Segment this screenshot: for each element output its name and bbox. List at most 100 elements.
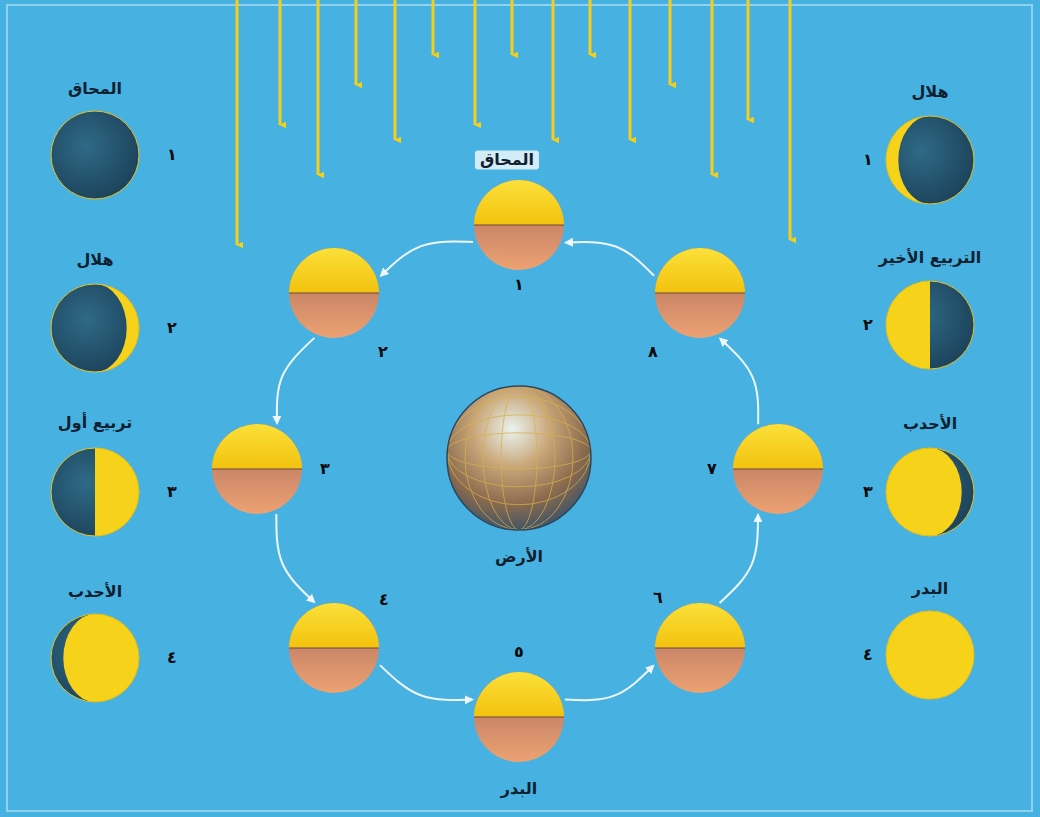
- orbit-arrow: [380, 665, 472, 700]
- phase-moon: المحاق١: [51, 111, 139, 199]
- terminator: [474, 224, 564, 225]
- meridian: [465, 386, 573, 530]
- callout-number: ١: [514, 275, 524, 294]
- sun-ray: [747, 0, 750, 120]
- sun-ray: [629, 0, 632, 140]
- ray-group: [237, 0, 790, 245]
- orbit-shape: [289, 248, 379, 338]
- moon-rim: [886, 281, 974, 369]
- moon-rim: [886, 611, 974, 699]
- phase-moon: هلال٢: [51, 284, 139, 372]
- callout-number: ٢: [378, 342, 388, 361]
- moon-lit-half: [655, 248, 745, 293]
- earth-shape: [447, 386, 591, 530]
- side-shape: [886, 448, 974, 536]
- moon-disc: [51, 448, 139, 536]
- orbit-figure: [212, 424, 302, 514]
- phase-moon: البدر٤: [886, 611, 974, 699]
- side-figure: [51, 614, 139, 702]
- side-shape: [51, 614, 139, 702]
- moon-disc: [886, 448, 974, 536]
- phase-name: تربيع أول: [58, 413, 132, 432]
- orbit-shape: [474, 672, 564, 762]
- phase-name: هلال: [911, 82, 948, 101]
- terminator: [655, 292, 745, 293]
- orbit-arrow: [566, 242, 654, 276]
- sun-ray: [317, 0, 320, 175]
- phase-name: الأرض: [495, 547, 543, 566]
- earth-globe: الأرض: [447, 386, 591, 530]
- moon-lit-half: [733, 424, 823, 469]
- phase-name: الأحدب: [68, 582, 122, 601]
- orbit-shape: [474, 180, 564, 270]
- sun-ray: [394, 0, 397, 140]
- phase-moon: الأحدب٣: [886, 448, 974, 536]
- sun-ray: [279, 0, 282, 125]
- moon-lit-half: [474, 672, 564, 717]
- sun-ray: [432, 0, 435, 55]
- phase-name: المحاق: [475, 150, 539, 169]
- side-shape: [886, 281, 974, 369]
- orbit-figure: [474, 180, 564, 270]
- phase-moon: تربيع أول٣: [51, 448, 139, 536]
- terminator: [733, 468, 823, 469]
- earth-rim: [447, 386, 591, 530]
- moon-lit-part: [886, 116, 930, 204]
- orbit-figure: [474, 672, 564, 762]
- sun-ray: [711, 0, 714, 175]
- phase-name: البدر: [912, 579, 948, 598]
- moon-dark-half: [289, 248, 379, 338]
- phase-name: المحاق: [68, 79, 122, 98]
- parallel: [447, 433, 591, 469]
- moon-lit-half: [212, 424, 302, 469]
- meridian: [501, 386, 537, 530]
- terminator: [474, 716, 564, 717]
- moon-dark-half: [474, 672, 564, 762]
- phase-moon: الأحدب٤: [51, 614, 139, 702]
- sun-ray: [236, 0, 239, 245]
- side-shape: [51, 111, 139, 199]
- orbit-shape: [655, 248, 745, 338]
- moon-lit-half: [289, 603, 379, 648]
- orbit-moon: ٨: [655, 248, 745, 338]
- moon-rim: [886, 448, 974, 536]
- callout-number: ١: [863, 150, 873, 169]
- callout-number: ٣: [320, 459, 330, 478]
- moon-lit-part: [95, 448, 139, 536]
- moon-lit-part: [63, 614, 139, 702]
- moon-dark-half: [733, 424, 823, 514]
- callout-number: ٢: [863, 315, 873, 334]
- terminator: [289, 647, 379, 648]
- sun-ray: [789, 0, 792, 240]
- orbit-arrow: [381, 241, 473, 275]
- side-shape: [886, 116, 974, 204]
- moon-disc: [886, 281, 974, 369]
- orbit-shape: [212, 424, 302, 514]
- phase-name: الأحدب: [903, 414, 957, 433]
- orbit-arrow: [720, 339, 758, 424]
- terminator: [655, 647, 745, 648]
- sun-ray: [669, 0, 672, 85]
- moon-dark-half: [289, 603, 379, 693]
- moon-disc: [886, 611, 974, 699]
- earth-disc: [447, 386, 591, 530]
- moon-disc: [51, 284, 139, 372]
- phase-moon: التربيع الأخير٢: [886, 281, 974, 369]
- meridian: [483, 386, 555, 530]
- moon-disc: [886, 116, 974, 204]
- orbit-figure: [655, 603, 745, 693]
- moon-rim: [51, 111, 139, 199]
- orbit-moon: ٧: [733, 424, 823, 514]
- phase-name: التربيع الأخير: [879, 248, 981, 267]
- callout-number: ٤: [379, 590, 389, 609]
- orbit-moon: المحاق١: [474, 180, 564, 270]
- moon-disc: [51, 111, 139, 199]
- sun-ray: [474, 0, 477, 125]
- callout-number: ٦: [653, 588, 663, 607]
- side-figure: [886, 448, 974, 536]
- phase-moon: هلال١: [886, 116, 974, 204]
- sun-ray: [355, 0, 358, 85]
- orbit-shape: [655, 603, 745, 693]
- side-figure: [51, 284, 139, 372]
